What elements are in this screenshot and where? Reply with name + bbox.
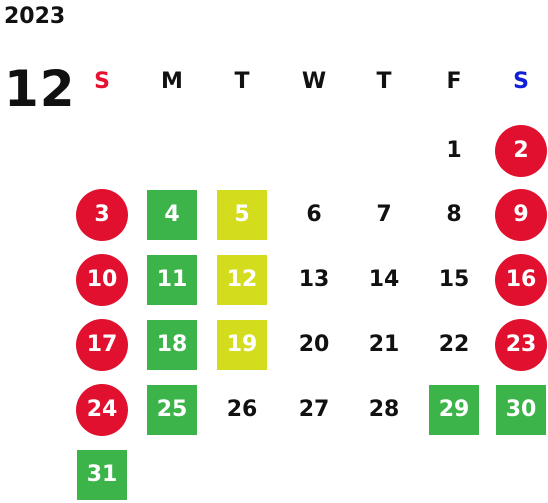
month-label: 12 <box>4 60 76 118</box>
weekday-header: F <box>446 69 462 94</box>
weekday-header: T <box>376 69 392 94</box>
calendar-day[interactable]: 7 <box>376 202 392 227</box>
calendar-day[interactable]: 12 <box>217 255 267 305</box>
calendar-day[interactable]: 19 <box>217 320 267 370</box>
calendar-day[interactable]: 24 <box>76 384 128 436</box>
calendar-day[interactable]: 29 <box>429 385 479 435</box>
calendar-day[interactable]: 2 <box>495 125 547 177</box>
weekday-header: S <box>513 69 529 94</box>
calendar-day[interactable]: 6 <box>306 202 322 227</box>
calendar-day[interactable]: 21 <box>368 332 400 357</box>
calendar-day[interactable]: 25 <box>147 385 197 435</box>
weekday-header: M <box>161 69 183 94</box>
calendar-day[interactable]: 23 <box>495 319 547 371</box>
calendar-day[interactable]: 10 <box>76 254 128 306</box>
calendar-day[interactable]: 20 <box>298 332 330 357</box>
calendar-day[interactable]: 5 <box>217 190 267 240</box>
calendar-day[interactable]: 11 <box>147 255 197 305</box>
weekday-header: S <box>94 69 110 94</box>
calendar-day[interactable]: 18 <box>147 320 197 370</box>
calendar-day[interactable]: 17 <box>76 319 128 371</box>
calendar-day[interactable]: 30 <box>496 385 546 435</box>
weekday-header: T <box>234 69 250 94</box>
calendar-day[interactable]: 8 <box>446 202 462 227</box>
calendar-day[interactable]: 28 <box>368 397 400 422</box>
calendar-day[interactable]: 22 <box>438 332 470 357</box>
calendar-day[interactable]: 15 <box>438 267 470 292</box>
calendar-day[interactable]: 26 <box>226 397 258 422</box>
calendar-day[interactable]: 1 <box>446 138 462 163</box>
calendar-day[interactable]: 31 <box>77 450 127 500</box>
calendar-day[interactable]: 13 <box>298 267 330 292</box>
calendar-day[interactable]: 14 <box>368 267 400 292</box>
calendar-day[interactable]: 3 <box>76 189 128 241</box>
year-label: 2023 <box>4 4 66 29</box>
calendar-day[interactable]: 16 <box>495 254 547 306</box>
calendar-day[interactable]: 27 <box>298 397 330 422</box>
weekday-header: W <box>301 69 327 94</box>
calendar-day[interactable]: 4 <box>147 190 197 240</box>
calendar-day[interactable]: 9 <box>495 189 547 241</box>
